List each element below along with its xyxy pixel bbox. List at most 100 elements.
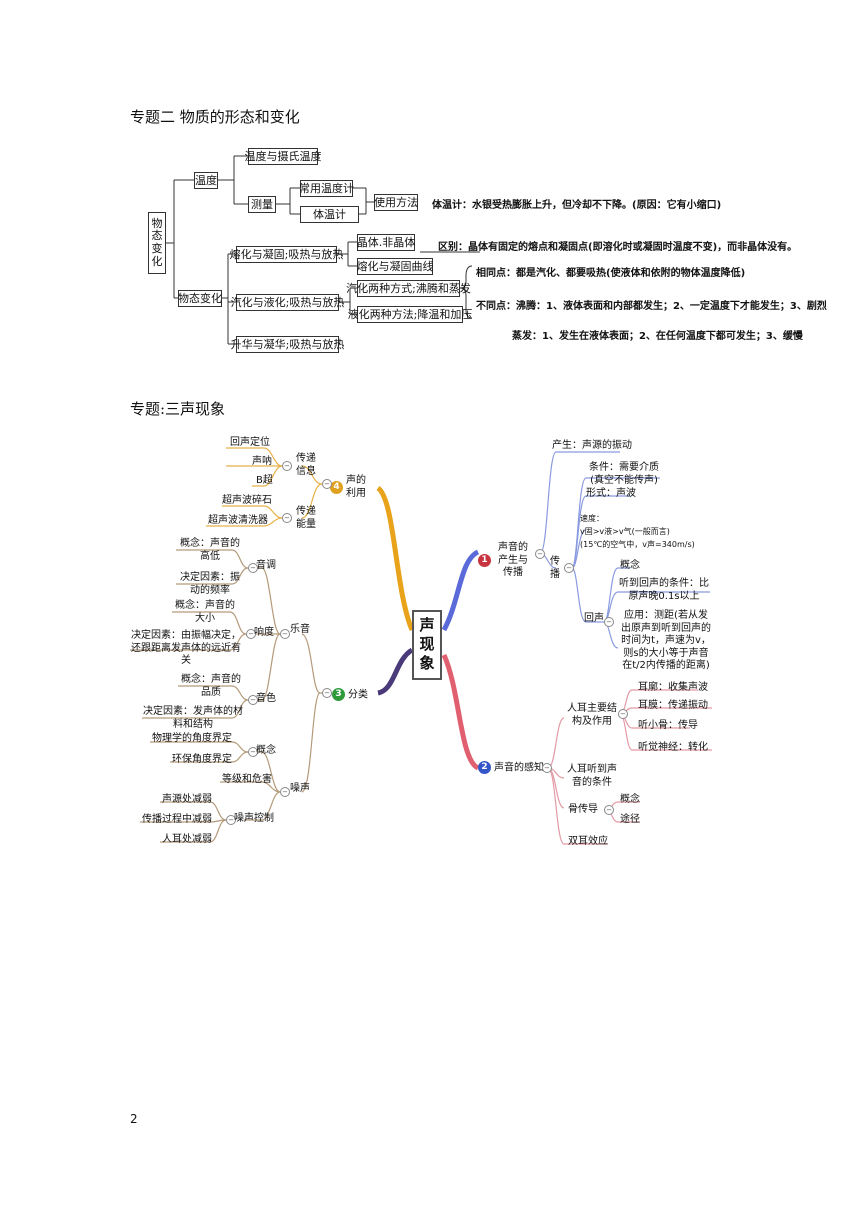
badge-4: 4 [330,481,343,494]
collapse-toggle-icon[interactable]: − [248,695,258,705]
sublimation-box: 升华与凝华;吸热与放热 [231,336,344,353]
collapse-toggle-icon[interactable]: − [282,461,292,471]
echo-condition: 听到回声的条件：比原声晚0.1s以上 [619,578,709,602]
ear-ossicles: 听小骨：传导 [638,720,698,731]
badge-3: 3 [332,688,345,701]
pitch-factor: 决定因素：振动的频率 [180,572,240,596]
noise-concept: 概念 [256,745,276,756]
branch2-label: 声音的感知 [494,762,544,774]
branch-3 [377,647,414,696]
condition-node: 条件：需要介质(真空不能传声) [589,462,659,486]
collapse-toggle-icon[interactable]: − [604,805,614,815]
bone-conduction-node: 骨传导 [568,804,598,815]
sound-center-node: 声现象 [412,610,442,680]
speed-air: (15℃的空气中，v声=340m/s) [580,540,695,549]
note-diff-evap: 蒸发：1、发生在液体表面；2、在任何温度下都可发生；3、缓慢 [512,331,803,342]
topic2-heading: 专题二 物质的形态和变化 [130,108,300,126]
loudness-concept: 概念：声音的大小 [175,600,235,624]
hearing-condition: 人耳听到声音的条件 [567,764,617,788]
collapse-toggle-icon[interactable]: − [604,617,614,627]
branch-2 [441,653,480,771]
noise-physics: 物理学的角度界定 [152,733,232,744]
usage-box: 使用方法 [374,194,418,211]
control-ear: 人耳处减弱 [162,834,212,845]
collapse-toggle-icon[interactable]: − [322,479,332,489]
badge-2: 2 [478,761,491,774]
states-root-box: 物态变化 [148,212,166,274]
collapse-toggle-icon[interactable]: − [542,763,552,773]
timbre-node: 音色 [256,693,276,704]
collapse-toggle-icon[interactable]: − [282,513,292,523]
pitch-node: 音调 [256,560,276,571]
badge-1: 1 [478,554,491,568]
music-node: 乐音 [290,624,310,635]
energy-lithotripsy: 超声波碎石 [222,495,272,506]
collapse-toggle-icon[interactable]: − [535,549,545,559]
speed-title: 速度： [580,514,604,523]
crystal-box: 晶体.非晶体 [357,234,415,251]
temp-celsius-box: 温度与摄氏温度 [245,148,322,165]
ear-structure-node: 人耳主要结构及作用 [567,703,617,727]
echo-node: 回声 [584,613,604,624]
common-thermometer-box: 常用温度计 [299,180,354,197]
branch4-label: 声的利用 [346,475,366,499]
energy-cleaner: 超声波清洗器 [208,515,268,526]
control-path: 传播过程中减弱 [142,814,212,825]
propagate-node: 传播 [550,556,560,580]
note-crystal: 区别：晶体有固定的熔点和凝固点(即溶化时或凝固时温度不变)，而非晶体没有。 [438,242,798,253]
note-diff-boil: 不同点：沸腾：1、液体表面和内部都发生；2、一定温度下才能发生；3、剧烈 [476,301,827,312]
echo-concept: 概念 [620,560,640,571]
liquefy-ways-box: 液化两种方法;降温和加压 [348,306,472,323]
collapse-toggle-icon[interactable]: − [248,563,258,573]
timbre-concept: 概念：声音的品质 [181,674,241,698]
measure-box: 测量 [248,196,276,213]
info-b-ultrasound: B超 [256,475,273,486]
ear-auricle: 耳廓：收集声波 [638,682,708,693]
page-number: 2 [130,1112,138,1126]
note-same: 相同点：都是汽化、都要吸热(使液体和依附的物体温度降低) [476,268,746,279]
body-thermometer-box: 体温计 [300,206,359,223]
collapse-toggle-icon[interactable]: − [248,747,258,757]
melt-curve-box: 熔化与凝固曲线 [357,258,434,275]
branch-4 [376,485,415,631]
collapse-toggle-icon[interactable]: − [280,787,290,797]
changes-box: 物态变化 [178,290,222,307]
pitch-concept: 概念：声音的高低 [180,538,240,562]
temperature-box: 温度 [194,172,218,189]
energy-node: 传递能量 [296,506,316,530]
collapse-toggle-icon[interactable]: − [322,688,332,698]
timbre-factor: 决定因素：发声体的材料和结构 [143,706,243,730]
loudness-node: 响度 [254,627,274,638]
branch4-node: 4声的利用 [330,475,372,500]
control-source: 声源处减弱 [162,794,212,805]
topic3-heading: 专题:三声现象 [130,400,226,418]
branch3-label: 分类 [348,689,368,701]
branch-1 [441,549,480,632]
sound-center-label: 声现象 [419,616,435,672]
info-echo-location: 回声定位 [230,437,270,448]
branch1-node: 1 声音的产生与传播 [478,542,532,580]
speed-relation: v固>v液>v气(一般而言) [580,527,670,536]
ear-nerve: 听觉神经：转化 [638,742,708,753]
note-thermometer: 体温计：水银受热膨胀上升，但冷却不下降。(原因：它有小缩口) [432,200,722,211]
bone-way: 途径 [620,814,640,825]
vapor-ways-box: 汽化两种方式;沸腾和蒸发 [346,280,471,297]
vapor-box: 汽化与液化;吸热与放热 [231,294,344,311]
echo-application: 应用：测距(若从发出原声到听到回声的时间为t，声速为v，则s的大小等于声音在t/… [621,610,711,671]
ear-eardrum: 耳膜：传递振动 [638,700,708,711]
bone-concept: 概念 [620,794,640,805]
binaural-effect: 双耳效应 [568,836,608,847]
collapse-toggle-icon[interactable]: − [246,629,256,639]
collapse-toggle-icon[interactable]: − [226,815,236,825]
collapse-toggle-icon[interactable]: − [280,629,290,639]
collapse-toggle-icon[interactable]: − [618,709,628,719]
info-node: 传递信息 [296,453,316,477]
collapse-toggle-icon[interactable]: − [564,563,574,573]
branch1-label: 声音的产生与传播 [498,542,528,578]
noise-control: 噪声控制 [234,813,274,824]
produce-node: 产生：声源的振动 [552,440,632,451]
